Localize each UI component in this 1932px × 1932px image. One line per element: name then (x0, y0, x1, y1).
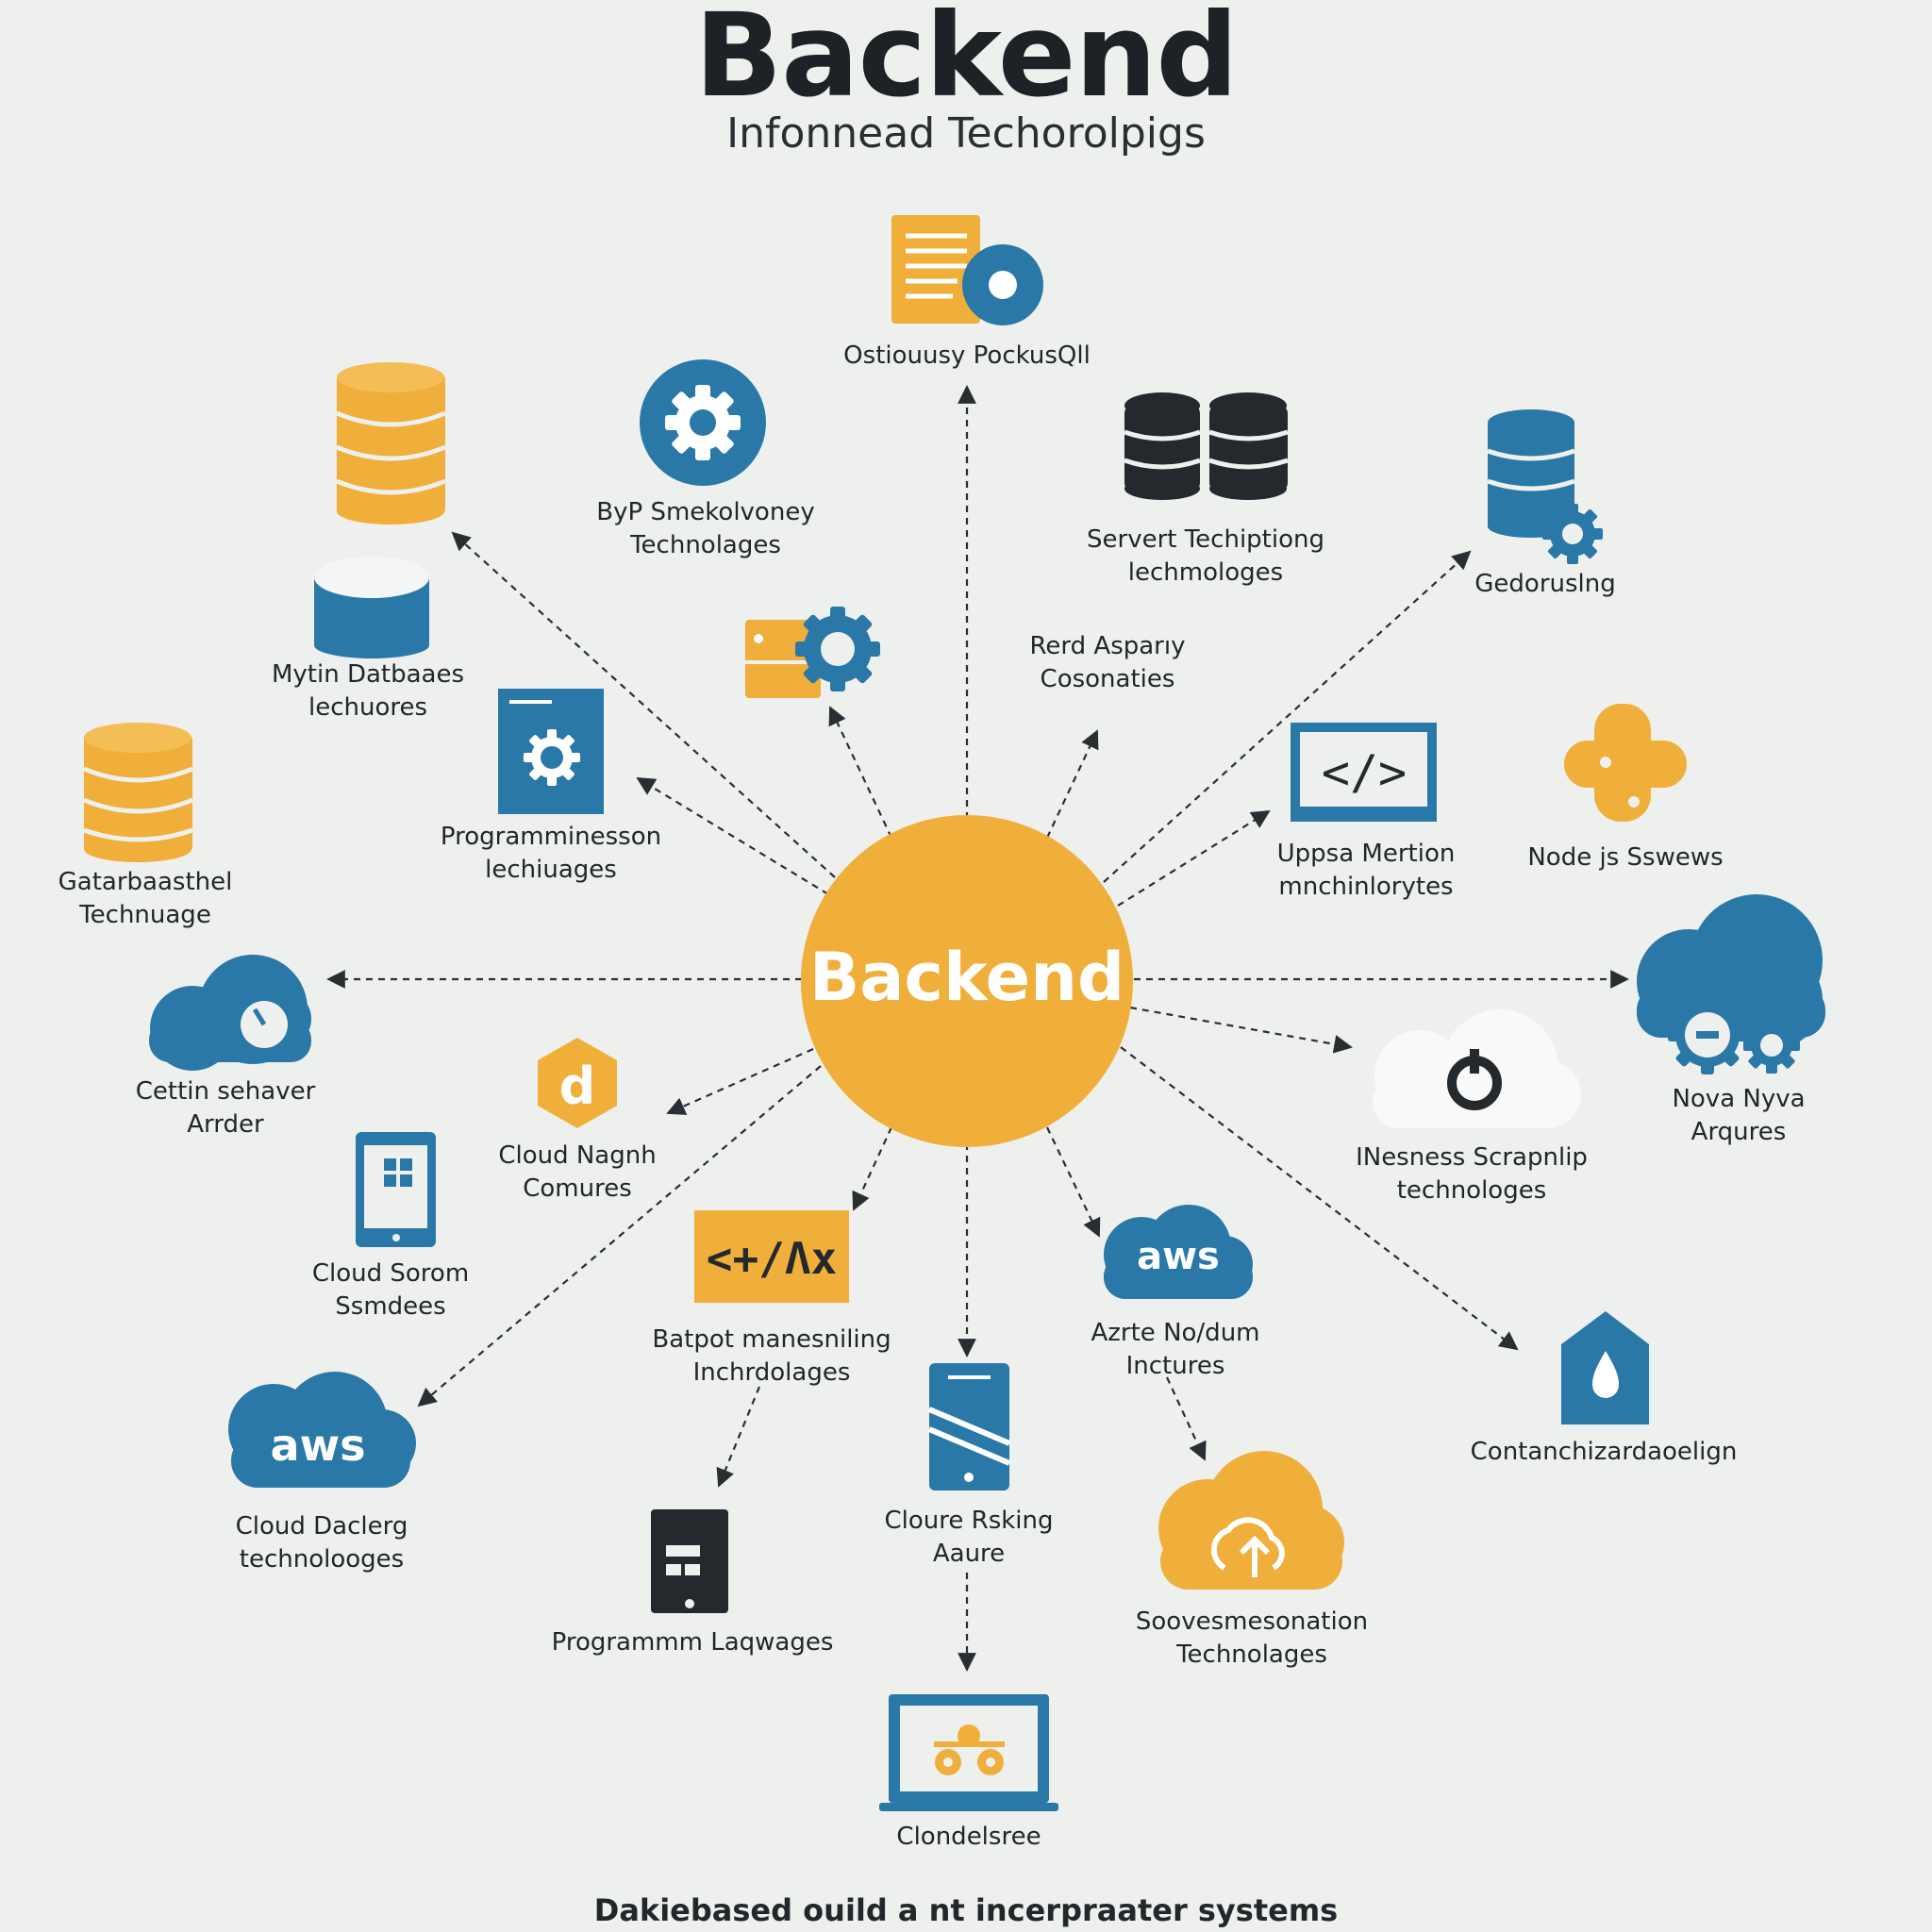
arrow-to-codebox (852, 1126, 892, 1211)
arrow-to-geo (1103, 550, 1472, 883)
arrow-to-rerd (1046, 729, 1099, 839)
page-title: Backend (694, 0, 1238, 123)
label-container: Contanchizardaoelign (1470, 1438, 1738, 1466)
label-cloudsotom: Cloud Sorom Ssmdees (311, 1259, 470, 1321)
yellow-database-icon (83, 723, 193, 862)
arrow-to-prog (636, 776, 829, 895)
label-clourersking: Cloure Rsking Aaure (884, 1507, 1054, 1568)
aws-cloud-right-icon: aws (1104, 1205, 1253, 1299)
label-clonde: Clondelsree (896, 1823, 1041, 1851)
label-prog: Programminesson lechiuages (440, 823, 662, 884)
arrow-to-folder-gear (828, 706, 892, 839)
code-tag-text: </> (1322, 745, 1407, 800)
blue-cylinder-icon (314, 557, 429, 658)
label-rerd: Rerd Asparıy Cosonaties (1029, 632, 1186, 693)
gear-book-icon (498, 689, 604, 814)
label-top: Ostiouusy PockusQll (843, 341, 1091, 370)
hexagon-badge-icon: d (538, 1038, 617, 1128)
tablet-icon (356, 1132, 436, 1247)
label-cloudcodeing: Cloud Daclerg technolooges (235, 1512, 408, 1574)
upload-cloud-icon (1158, 1451, 1344, 1590)
phone-icon (927, 1363, 1011, 1491)
arrow-to-container (1120, 1046, 1519, 1351)
label-server: Servert Techiptiong lechmologes (1087, 525, 1324, 587)
label-batpot: Batpot manesniling Inchrdolages (652, 1325, 891, 1387)
label-azure: Azrte No/dum Inctures (1091, 1319, 1260, 1380)
code-window-icon: </> (1291, 723, 1437, 822)
folder-gear-icon (745, 607, 880, 698)
power-cloud-icon (1373, 1009, 1581, 1128)
label-cettin: Cettin sehaver Arrder (135, 1077, 316, 1139)
label-mytin: Mytin Datbaaes lechuores (271, 660, 465, 722)
aws-cloud-left-icon: aws (228, 1372, 416, 1488)
arrow-to-uppsa (1117, 809, 1271, 907)
page-subtitle: Infonnead Techorolpigs (726, 109, 1206, 158)
code-box-icon: <+/Λx (694, 1210, 849, 1303)
label-byp: ByP Smekolvoney Technolages (596, 498, 815, 559)
label-uppsa: Uppsa Mertion mnchinlorytes (1276, 840, 1456, 901)
footer-caption: Dakiebased ouild a nt incerpraater syste… (593, 1892, 1339, 1928)
hexagon-letter: d (559, 1057, 596, 1116)
puzzle-icon (1564, 704, 1687, 822)
arrow-to-cloudnagnh (666, 1047, 814, 1115)
gear-cloud-icon (1637, 894, 1825, 1074)
label-cloudnagnh: Cloud Nagnh Comures (498, 1141, 657, 1203)
label-inesness: INesness Scrapnlip technologes (1356, 1143, 1588, 1205)
laptop-icon (879, 1694, 1058, 1811)
cloud-gauge-icon (149, 955, 311, 1071)
label-gatar: Gatarbaasthel Technuage (58, 868, 233, 929)
gear-circle-icon (640, 359, 766, 486)
database-gear-icon (1487, 409, 1603, 564)
label-prog2: Programmm Laqwages (551, 1628, 834, 1657)
aws-text-left: aws (271, 1420, 366, 1471)
label-sooves: Soovesmesonation Technolages (1135, 1607, 1369, 1669)
arrow-to-aws-right (1046, 1126, 1101, 1238)
arrow-to-inesness (1129, 1006, 1353, 1054)
arrow-azure-to-sooves (1166, 1376, 1207, 1461)
hub-label: Backend (808, 939, 1125, 1016)
aws-text-right: aws (1137, 1235, 1220, 1278)
dark-phone-icon (651, 1509, 728, 1613)
label-nova: Nova Nyva Arqures (1672, 1085, 1806, 1146)
label-geo: Gedoruslng (1474, 570, 1616, 598)
arrow-to-aws-left (417, 1065, 822, 1407)
code-box-text: <+/Λx (707, 1233, 837, 1284)
arrow-batpot-to-prog2 (716, 1386, 761, 1488)
document-disc-icon (891, 215, 1043, 325)
database-stack-icon (336, 362, 446, 525)
label-nodejs: Node js Sswews (1527, 843, 1724, 872)
dark-database-icon (1124, 392, 1289, 500)
hub-circle (801, 815, 1133, 1147)
drop-house-icon (1561, 1311, 1649, 1424)
